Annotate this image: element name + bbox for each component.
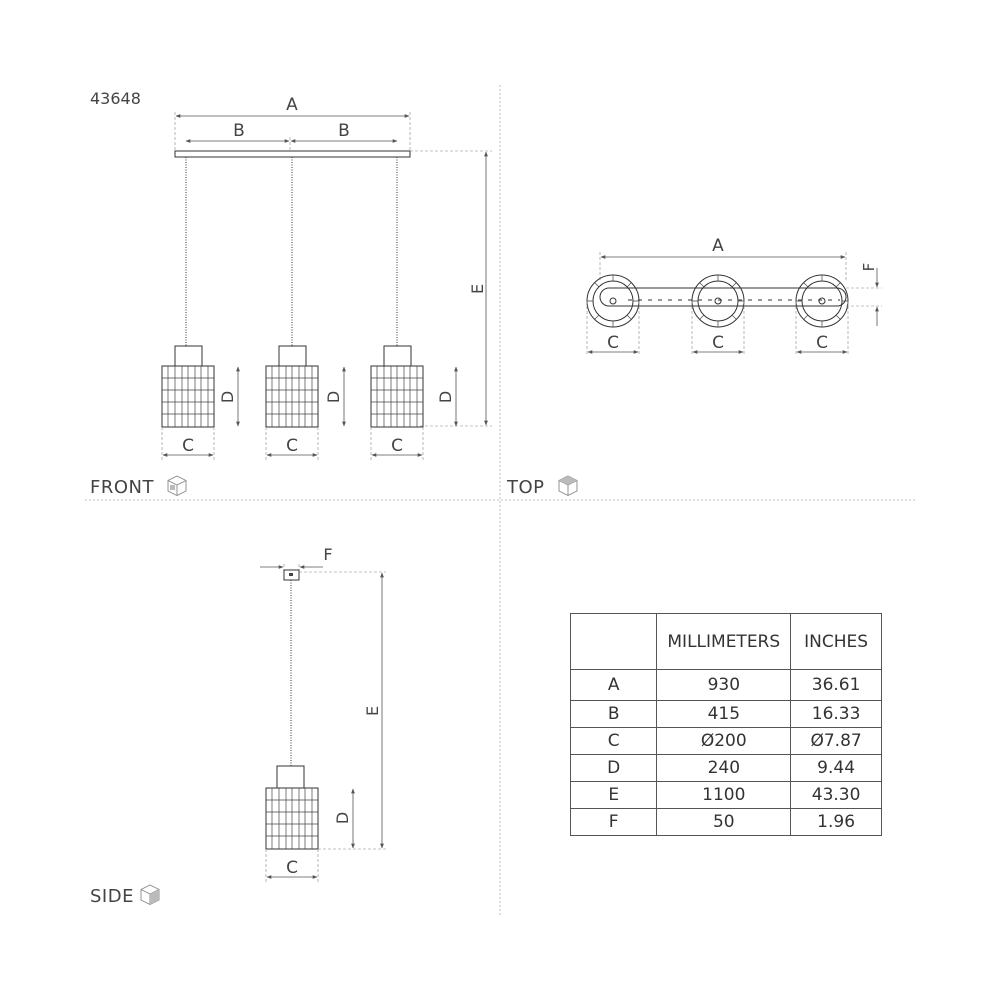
dim-label-a-top: A [712, 236, 724, 256]
dim-label-c-left: C [182, 436, 194, 456]
dim-label-d-right: D [436, 391, 455, 403]
top-shade-right [795, 274, 849, 328]
table-row: C Ø200 Ø7.87 [569, 727, 882, 755]
cube-side-icon [140, 884, 160, 906]
shade-right [370, 345, 424, 428]
table-header-row: MILLIMETERS INCHES [569, 613, 882, 670]
dim-label-d-side: D [333, 812, 352, 824]
top-view: A F [506, 236, 882, 498]
row-in: 16.33 [790, 700, 882, 728]
shade-middle [265, 345, 319, 428]
top-shade-left [586, 274, 640, 328]
dim-label-c-top-right: C [816, 333, 828, 353]
dim-label-f-top: F [860, 263, 878, 272]
row-mm: 415 [656, 700, 792, 728]
row-mm: 50 [656, 808, 792, 836]
row-in: 36.61 [790, 669, 882, 701]
row-key: A [569, 669, 658, 701]
shade-left [161, 345, 215, 428]
dim-label-b-left: B [233, 121, 245, 141]
dim-label-c-middle: C [286, 436, 298, 456]
cube-front-icon [167, 475, 187, 497]
row-mm: Ø200 [656, 727, 792, 755]
row-key: C [569, 727, 658, 755]
view-label-side: SIDE [90, 886, 134, 907]
view-label-top: TOP [506, 477, 545, 498]
header-blank [569, 613, 658, 670]
row-key: D [569, 754, 658, 782]
table-row: A 930 36.61 [569, 669, 882, 701]
row-key: E [569, 781, 658, 809]
top-bar [599, 287, 847, 307]
row-mm: 930 [656, 669, 792, 701]
row-in: 9.44 [790, 754, 882, 782]
cube-top-icon [558, 475, 578, 497]
table-row: B 415 16.33 [569, 700, 882, 728]
table-row: D 240 9.44 [569, 754, 882, 782]
side-shade [265, 765, 319, 850]
dim-label-c-right: C [391, 436, 403, 456]
dim-label-c-side: C [286, 858, 298, 878]
row-mm: 1100 [656, 781, 792, 809]
row-in: 43.30 [790, 781, 882, 809]
dim-label-c-top-left: C [607, 333, 619, 353]
dim-label-b-right: B [338, 121, 350, 141]
dim-label-c-top-middle: C [712, 333, 724, 353]
header-inches: INCHES [790, 613, 882, 670]
product-code: 43648 [90, 89, 141, 108]
row-in: Ø7.87 [790, 727, 882, 755]
row-in: 1.96 [790, 808, 882, 836]
side-view: F E D C [90, 545, 386, 907]
dimensions-table: MILLIMETERS INCHES A 930 36.61 B 415 16.… [569, 613, 882, 836]
row-mm: 240 [656, 754, 792, 782]
row-key: F [569, 808, 658, 836]
dim-label-e-side: E [363, 706, 382, 716]
dim-label-d-left: D [218, 391, 237, 403]
dim-label-e-front: E [468, 284, 487, 294]
dim-label-f-side: F [323, 545, 332, 564]
dim-label-d-middle: D [324, 391, 343, 403]
table-row: E 1100 43.30 [569, 781, 882, 809]
header-millimeters: MILLIMETERS [656, 613, 792, 670]
table-row: F 50 1.96 [569, 808, 882, 836]
view-label-front: FRONT [90, 477, 154, 498]
row-key: B [569, 700, 658, 728]
front-view: A B B E [90, 95, 492, 498]
ceiling-bar [174, 150, 411, 158]
top-shade-middle [691, 274, 745, 328]
dim-label-a: A [286, 95, 298, 115]
